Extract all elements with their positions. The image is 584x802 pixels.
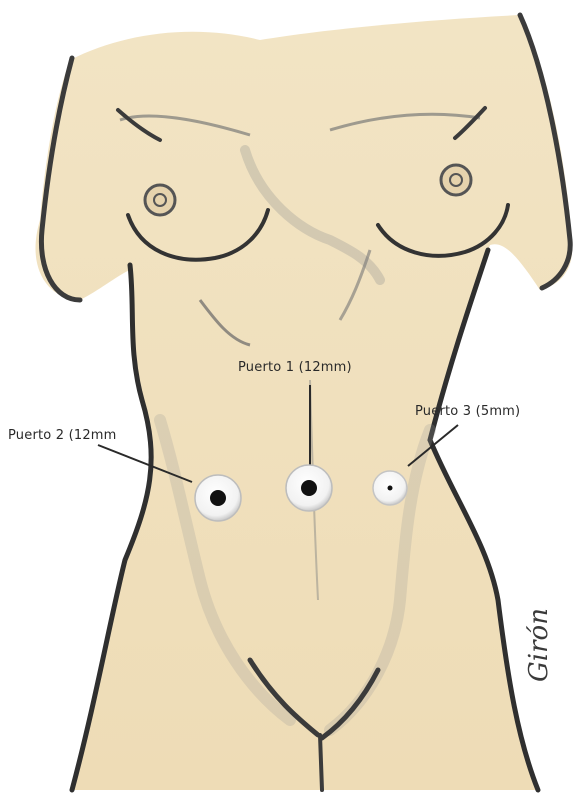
port-1-label: Puerto 1 (12mm) xyxy=(238,360,352,375)
port-3-label: Puerto 3 (5mm) xyxy=(415,404,520,419)
right-nipple xyxy=(441,165,471,195)
port-1-marker xyxy=(286,465,332,511)
left-nipple xyxy=(145,185,175,215)
torso-body xyxy=(36,15,573,790)
port-3-marker xyxy=(373,471,407,505)
artist-signature: Girón xyxy=(524,608,554,682)
port-2-label: Puerto 2 (12mm xyxy=(8,428,117,443)
groin-center xyxy=(320,735,322,790)
port-2-marker xyxy=(195,475,241,521)
